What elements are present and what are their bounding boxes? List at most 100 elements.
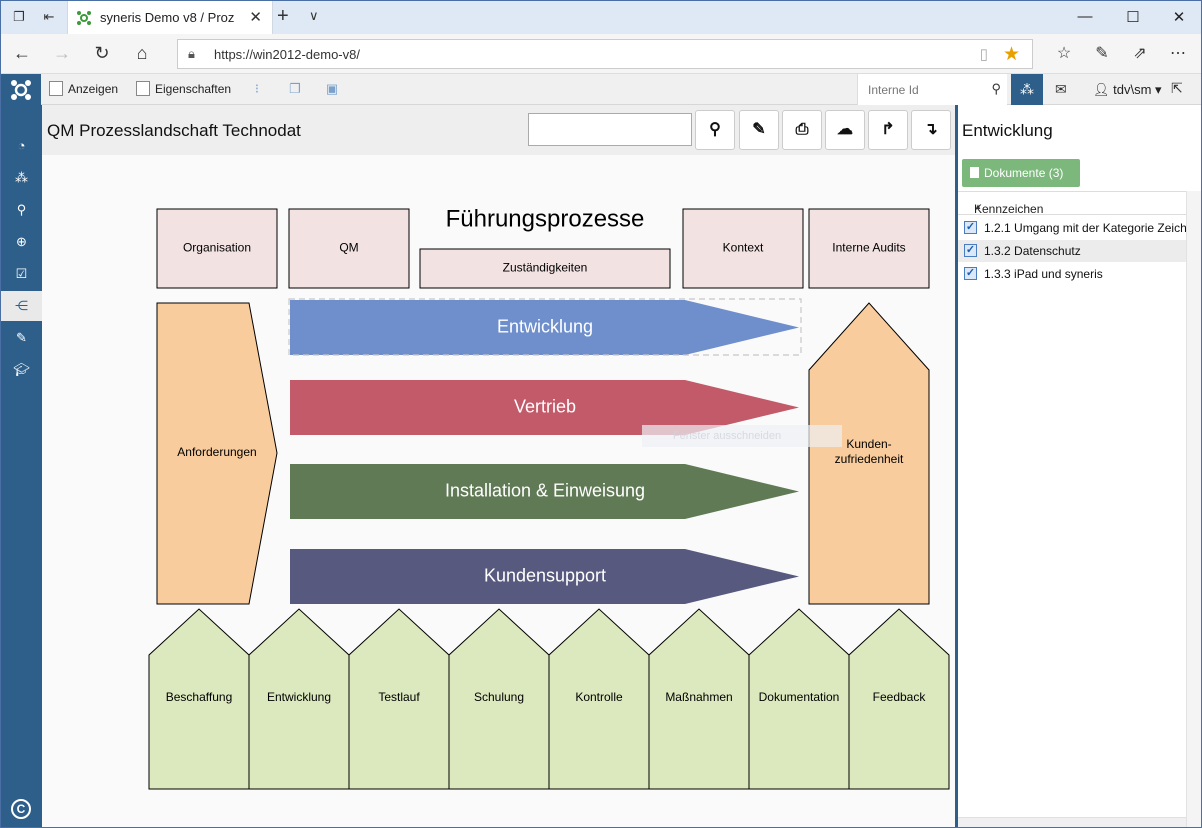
process-block-customer-satisfaction[interactable] — [808, 302, 930, 605]
browser-tab[interactable]: syneris Demo v8 / Prozessla ✕ — [67, 1, 273, 34]
core-process-kundensupport-label: Kundensupport — [484, 565, 606, 585]
search-icon[interactable]: ⚲ — [991, 81, 1001, 96]
support-process-schulung[interactable] — [448, 608, 550, 790]
forward-icon[interactable]: → — [53, 43, 71, 63]
edit-nav-icon[interactable]: ✎ — [16, 330, 27, 345]
new-tab-icon[interactable]: + — [277, 5, 289, 27]
diagram-search-input[interactable] — [528, 113, 692, 146]
share-icon[interactable]: ⇗ — [1133, 45, 1147, 62]
support-process-feedback[interactable] — [848, 608, 950, 790]
org-chart-icon[interactable]: ⁂ — [1011, 74, 1043, 105]
favorites-icon[interactable]: ☆ — [1056, 45, 1072, 62]
user-menu[interactable]: 👤︎ tdv\sm ▾ — [1093, 82, 1162, 97]
support-process-testlauf[interactable] — [348, 608, 450, 790]
list-item[interactable]: ✓ 1.3.3 iPad und syneris — [958, 263, 1186, 285]
list-item[interactable]: ✓ 1.2.1 Umgang mit der Kategorie Zeichnu… — [958, 217, 1186, 239]
core-process-installation-einweisung[interactable] — [290, 464, 799, 519]
level-up-icon: ↱ — [881, 121, 895, 138]
paste-icon[interactable]: ▣ — [325, 81, 339, 96]
zoom-search-icon[interactable]: ⊕ — [16, 234, 27, 249]
mail-icon[interactable]: ✉ — [1055, 81, 1067, 97]
support-process-kontrolle-label: Kontrolle — [575, 690, 623, 704]
core-process-kundensupport[interactable] — [290, 549, 799, 604]
core-process-entwicklung[interactable] — [290, 300, 799, 355]
show-button[interactable]: Anzeigen — [49, 81, 118, 96]
process-box-qm[interactable] — [288, 208, 410, 289]
checkbox[interactable]: ✓ — [964, 221, 977, 234]
search-icon: ⚲ — [709, 121, 721, 138]
lock-icon: 🔒︎ — [188, 46, 195, 61]
close-tab-icon[interactable]: ✕ — [249, 9, 262, 26]
copyright-icon[interactable]: C — [11, 799, 31, 819]
training-icon[interactable]: 🎓︎ — [13, 362, 30, 377]
checklist-icon[interactable]: ☑ — [15, 266, 28, 281]
horizontal-scrollbar[interactable] — [958, 817, 1186, 827]
core-process-entwicklung-label: Entwicklung — [497, 316, 593, 336]
refresh-icon[interactable]: ↻ — [94, 43, 110, 63]
maximize-icon[interactable]: ☐ — [1126, 9, 1140, 26]
support-process-massnahmen[interactable] — [648, 608, 750, 790]
ghost-tooltip-text: Fenster ausschneiden — [673, 430, 781, 442]
more-icon[interactable]: ⋯ — [1170, 45, 1186, 62]
vertical-scrollbar[interactable] — [1186, 191, 1201, 827]
panel-splitter[interactable] — [955, 105, 958, 827]
favorite-star-icon[interactable]: ★ — [1002, 44, 1020, 65]
documents-button[interactable]: Dokumente (3) — [962, 159, 1080, 187]
hierarchy-icon[interactable]: ⁂ — [15, 170, 28, 185]
url-field[interactable]: 🔒︎ https://win2012-demo-v8/ ▯ ★ — [177, 39, 1033, 69]
diagram-title: Führungsprozesse — [446, 205, 645, 232]
tab-list-chevron-down-icon[interactable]: ∨ — [309, 8, 319, 23]
support-process-feedback-label: Feedback — [873, 690, 927, 704]
support-process-kontrolle[interactable] — [548, 608, 650, 790]
process-box-organisation[interactable] — [156, 208, 278, 289]
close-window-icon[interactable]: ✕ — [1172, 9, 1186, 26]
back-icon[interactable]: ← — [13, 43, 31, 63]
support-process-beschaffung[interactable] — [148, 608, 250, 790]
properties-button[interactable]: Eigenschaften — [136, 81, 231, 96]
tree-icon[interactable]: ⁝ — [254, 81, 260, 96]
support-process-dokumentation[interactable] — [748, 608, 850, 790]
pen-notes-icon[interactable]: ✎ — [1095, 45, 1109, 62]
core-process-vertrieb[interactable] — [290, 380, 799, 435]
sort-ascending-icon: ▲ — [974, 202, 982, 211]
minimize-icon[interactable]: — — [1077, 8, 1093, 25]
column-header-label: Kennzeichen — [974, 202, 1044, 216]
support-process-massnahmen-label: Maßnahmen — [665, 690, 732, 704]
level-up-button[interactable]: ↱ — [868, 110, 908, 150]
search-button[interactable]: ⚲ — [695, 110, 735, 150]
download-button[interactable]: ☁ — [825, 110, 865, 150]
print-button[interactable]: ⎙ — [782, 110, 822, 150]
process-block-requirements[interactable] — [156, 302, 278, 605]
internal-id-search[interactable]: Interne Id ⚲ — [857, 74, 1007, 105]
home-icon[interactable]: ⌂ — [136, 43, 148, 63]
checkbox[interactable]: ✓ — [964, 244, 977, 257]
external-link-icon[interactable]: ⇱ — [1171, 80, 1183, 96]
process-block-customer-satisfaction-line2: zufriedenheit — [835, 452, 904, 466]
process-box-zustandigkeiten[interactable] — [419, 248, 671, 289]
tab-title: syneris Demo v8 / Prozessla — [100, 10, 234, 25]
syneris-logo[interactable] — [1, 74, 41, 105]
reading-view-icon[interactable]: ▯ — [979, 46, 988, 63]
process-block-customer-satisfaction-line1: Kunden- — [846, 437, 891, 451]
address-bar: ← → ↻ ⌂ 🔒︎ https://win2012-demo-v8/ ▯ ★ … — [1, 34, 1201, 74]
details-panel: Entwicklung Dokumente (3) Kennzeichen ▲ … — [958, 105, 1201, 827]
copy-icon[interactable]: ❐ — [289, 81, 301, 96]
tab-actions-icon[interactable]: ❐ — [13, 9, 25, 24]
checkbox[interactable]: ✓ — [964, 267, 977, 280]
support-process-dokumentation-label: Dokumentation — [759, 690, 840, 704]
dashboard-icon[interactable]: ◔ — [17, 138, 26, 153]
process-box-organisation-label: Organisation — [183, 241, 251, 255]
document-view-icon — [49, 81, 63, 96]
process-box-qm-label: QM — [339, 241, 358, 255]
level-down-button[interactable]: ↴ — [911, 110, 951, 150]
process-box-kontext[interactable] — [682, 208, 804, 289]
list-item[interactable]: ✓ 1.3.2 Datenschutz — [958, 240, 1186, 262]
column-header-kennzeichen[interactable]: Kennzeichen ▲ — [958, 191, 1186, 216]
support-process-entwicklung[interactable] — [248, 608, 350, 790]
set-tabs-aside-icon[interactable]: ⇤ — [43, 9, 55, 24]
process-box-interne-audits[interactable] — [808, 208, 930, 289]
process-map-icon[interactable]: ⋲ — [1, 291, 42, 321]
edit-button[interactable]: ✎ — [739, 110, 779, 150]
search-nav-icon[interactable]: ⚲ — [16, 202, 27, 217]
